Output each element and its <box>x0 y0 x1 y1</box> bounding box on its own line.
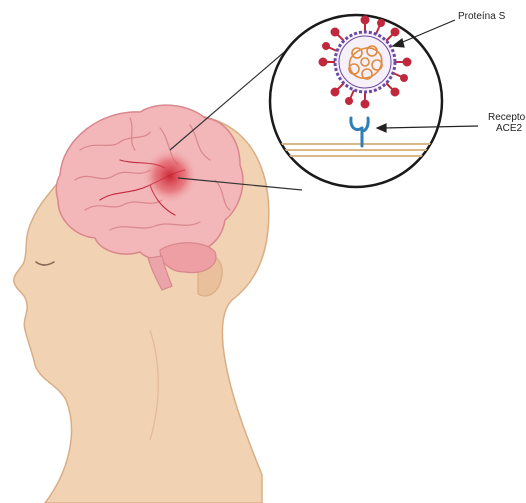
spike-protein-label: Proteína S <box>458 11 506 22</box>
coronavirus-icon <box>320 17 411 108</box>
magnifier-circle-icon <box>270 15 442 187</box>
receptor-label-line1: Receptor <box>488 112 526 123</box>
inflammation-spot-icon <box>142 148 198 204</box>
viral-envelope <box>335 32 395 92</box>
receptor-label-line2: ACE2 <box>496 123 523 134</box>
